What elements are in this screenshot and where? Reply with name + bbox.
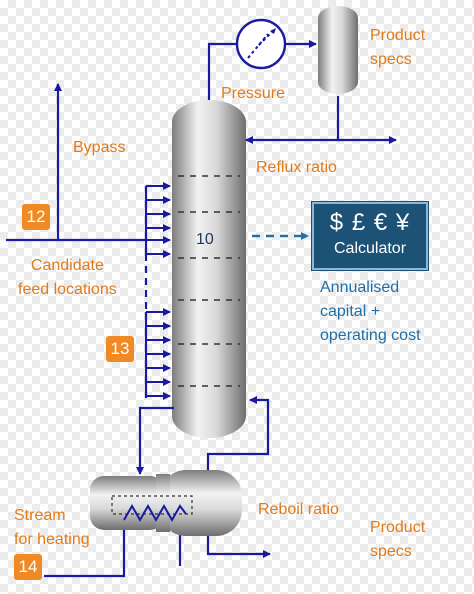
feed-arrows-lower xyxy=(146,308,171,400)
candidate-feed-label: Candidate feed locations xyxy=(18,257,117,298)
reflux-ratio-label: Reflux ratio xyxy=(256,159,337,176)
reflux-drum xyxy=(318,6,358,94)
reboil-vapour-line xyxy=(206,396,270,472)
feed-group-badge: 13 xyxy=(106,336,134,362)
reboiler-exchanger xyxy=(90,470,242,536)
stage-number: 10 xyxy=(196,231,214,248)
annualised-cost-label: Annualised capital + operating cost xyxy=(320,279,421,344)
feed-stream-badge: 12 xyxy=(22,204,50,230)
pressure-label: Pressure xyxy=(221,85,286,102)
stream-for-heating-label: Stream for heating xyxy=(14,507,90,548)
feed-arrows-upper xyxy=(146,182,171,258)
calculator-title: Calculator xyxy=(333,240,407,257)
heating-stream-badge: 14 xyxy=(14,554,42,580)
distillation-column xyxy=(172,100,246,438)
reboil-ratio-label: Reboil ratio xyxy=(258,501,339,518)
column-trays xyxy=(178,175,240,387)
bottoms-line xyxy=(136,406,174,475)
overhead-line xyxy=(207,42,236,100)
bypass-label: Bypass xyxy=(73,139,126,156)
currency-symbols: $ £ € ¥ xyxy=(329,209,411,236)
product-specs-top-label: Product specs xyxy=(370,27,426,68)
pressure-gauge-icon xyxy=(235,18,287,70)
cost-calculator: $ £ € ¥ Calculator xyxy=(312,202,428,270)
product-specs-bottom-label: Product specs xyxy=(370,519,426,560)
bottom-product-line xyxy=(206,530,271,558)
